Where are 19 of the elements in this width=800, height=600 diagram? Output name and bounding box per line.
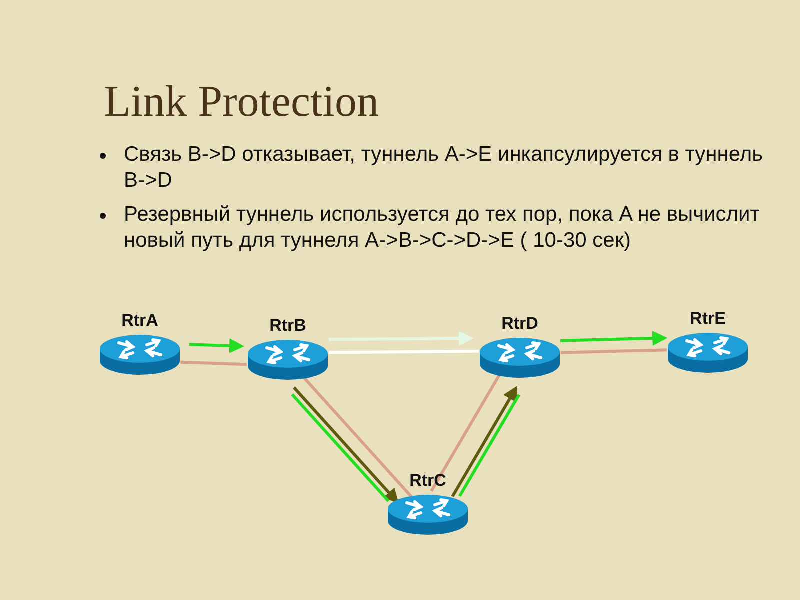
- link-line: [560, 348, 667, 354]
- router-label: RtrA: [122, 310, 158, 332]
- link-line: [291, 394, 390, 502]
- bullet-text: Резервный туннель используется до тех пор, пока A не вычислит новый путь для туннеля A->B->C->D->E ( 10-30 сек): [124, 202, 761, 254]
- link-line: [303, 377, 413, 498]
- router-label: RtrE: [690, 308, 726, 330]
- link-line: [458, 394, 520, 497]
- title: Link Protection: [104, 80, 379, 124]
- arrow: [451, 386, 518, 498]
- bullet-text: Связь B->D отказывает, туннель A->E инкапсулируется в туннель B->D: [124, 142, 764, 194]
- router-label: RtrC: [410, 470, 446, 492]
- arrow: [293, 386, 400, 504]
- router-label: RtrB: [270, 315, 306, 337]
- link-line: [180, 360, 247, 366]
- router-label: RtrD: [502, 313, 538, 335]
- arrow: [189, 338, 244, 354]
- arrow: [328, 331, 474, 346]
- arrow: [560, 330, 668, 346]
- link-line: [328, 350, 479, 354]
